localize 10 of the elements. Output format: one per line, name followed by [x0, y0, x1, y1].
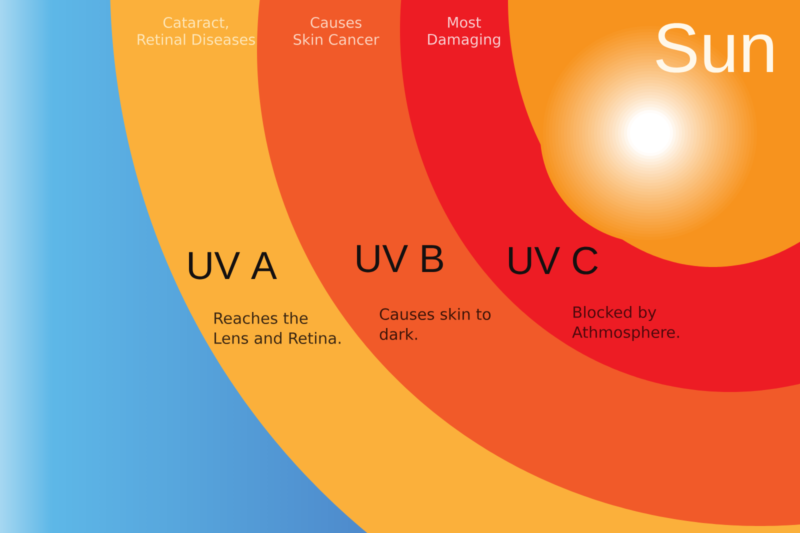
band-description: Causes skin to dark.: [380, 308, 491, 340]
band-title: UV A: [189, 252, 277, 280]
band-description: Blocked by Athmosphere.: [572, 306, 679, 341]
effect-label: Causes Skin Cancer: [294, 16, 380, 45]
band-description: Reaches the Lens and Retina.: [214, 312, 340, 344]
effect-label: Cataract, Retinal Diseases: [138, 16, 255, 45]
sun-label: Sun: [656, 23, 773, 73]
effect-label: Most Damaging: [428, 17, 500, 48]
band-title: UV C: [509, 246, 598, 274]
band-title: UV B: [357, 245, 443, 272]
